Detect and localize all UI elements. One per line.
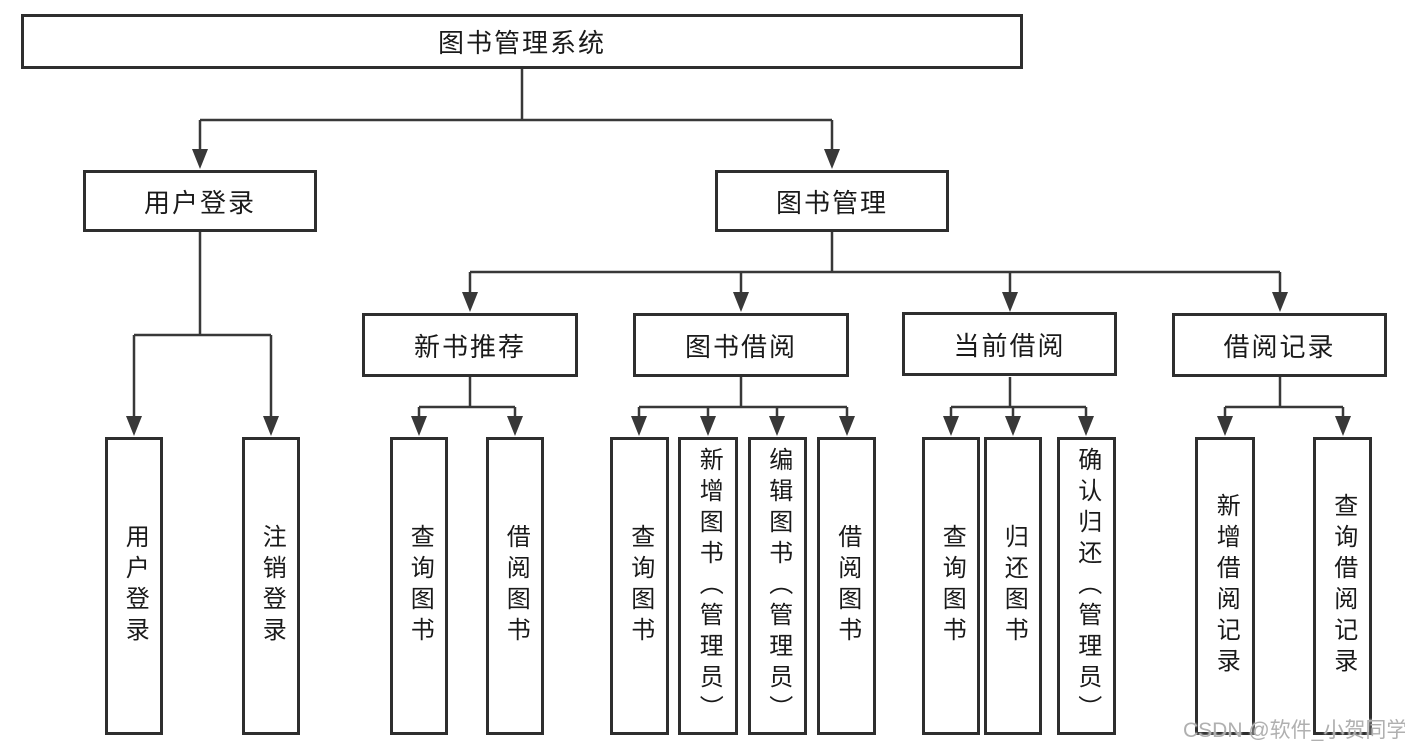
arrowhead <box>769 416 785 436</box>
arrowhead <box>943 416 959 436</box>
arrowhead <box>700 416 716 436</box>
node-user-login: 用户登录 <box>83 170 317 232</box>
connector-line <box>417 377 517 418</box>
arrowhead <box>126 416 142 436</box>
node-label: 查询图书 <box>406 524 434 648</box>
leaf-add-book-admin: 新增图书（管理员） <box>678 437 738 735</box>
leaf-query-books-borrow: 查询图书 <box>610 437 669 735</box>
leaf-edit-book-admin: 编辑图书（管理员） <box>748 437 807 735</box>
arrowhead <box>1002 292 1018 312</box>
node-label: 归还图书 <box>1000 524 1028 648</box>
connector-line <box>198 69 834 152</box>
node-label: 借阅图书 <box>502 524 530 648</box>
node-label: 当前借阅 <box>953 330 1066 361</box>
arrowhead <box>839 416 855 436</box>
node-label: 查询借阅记录 <box>1329 493 1357 679</box>
node-label: 图书管理系统 <box>437 28 606 58</box>
arrowhead <box>733 292 749 312</box>
node-label: 图书借阅 <box>684 331 797 362</box>
connector-line <box>468 232 1282 294</box>
leaf-query-books-recommend: 查询图书 <box>390 437 448 735</box>
arrowhead <box>1005 416 1021 436</box>
leaf-return-books: 归还图书 <box>984 437 1042 735</box>
connector-line <box>1223 377 1345 418</box>
node-label: 用户登录 <box>143 187 256 218</box>
leaf-user-login: 用户登录 <box>105 437 163 735</box>
leaf-query-borrow-record: 查询借阅记录 <box>1313 437 1372 735</box>
leaf-confirm-return-admin: 确认归还（管理员） <box>1057 437 1116 735</box>
node-label: 新增图书（管理员） <box>695 446 723 726</box>
leaf-query-books-current: 查询图书 <box>922 437 980 735</box>
leaf-borrow-books-recommend: 借阅图书 <box>486 437 544 735</box>
connector-line <box>132 232 273 418</box>
csdn-watermark: CSDN @软件_小贺同学 <box>1183 719 1405 742</box>
node-label: 借阅图书 <box>833 524 861 648</box>
arrowhead <box>411 416 427 436</box>
connector-line <box>949 377 1088 418</box>
arrowhead <box>462 292 478 312</box>
node-library-system: 图书管理系统 <box>21 14 1023 69</box>
arrowhead <box>631 416 647 436</box>
arrowhead <box>507 416 523 436</box>
connector-line <box>637 377 849 418</box>
node-label: 查询图书 <box>938 524 966 648</box>
arrowhead <box>1078 416 1094 436</box>
node-label: 新增借阅记录 <box>1212 493 1240 679</box>
node-borrowing-records: 借阅记录 <box>1172 313 1387 377</box>
arrowhead <box>263 416 279 436</box>
node-label: 注销登录 <box>258 524 286 648</box>
leaf-borrow-books: 借阅图书 <box>817 437 876 735</box>
node-label: 新书推荐 <box>413 331 526 362</box>
arrowhead <box>1272 292 1288 312</box>
leaf-add-borrow-record: 新增借阅记录 <box>1195 437 1255 735</box>
node-label: 借阅记录 <box>1223 331 1336 362</box>
node-label: 编辑图书（管理员） <box>764 446 792 726</box>
node-book-management: 图书管理 <box>715 170 949 232</box>
arrowhead <box>1335 416 1351 436</box>
node-label: 用户登录 <box>121 524 149 648</box>
arrowhead <box>192 149 208 169</box>
arrowhead <box>1217 416 1233 436</box>
node-label: 查询图书 <box>626 524 654 648</box>
node-current-borrowing: 当前借阅 <box>902 312 1117 376</box>
node-label: 确认归还（管理员） <box>1073 446 1101 726</box>
node-label: 图书管理 <box>775 187 888 218</box>
leaf-logout: 注销登录 <box>242 437 300 735</box>
node-book-borrowing: 图书借阅 <box>633 313 849 377</box>
arrowhead <box>824 149 840 169</box>
node-new-book-recommend: 新书推荐 <box>362 313 578 377</box>
